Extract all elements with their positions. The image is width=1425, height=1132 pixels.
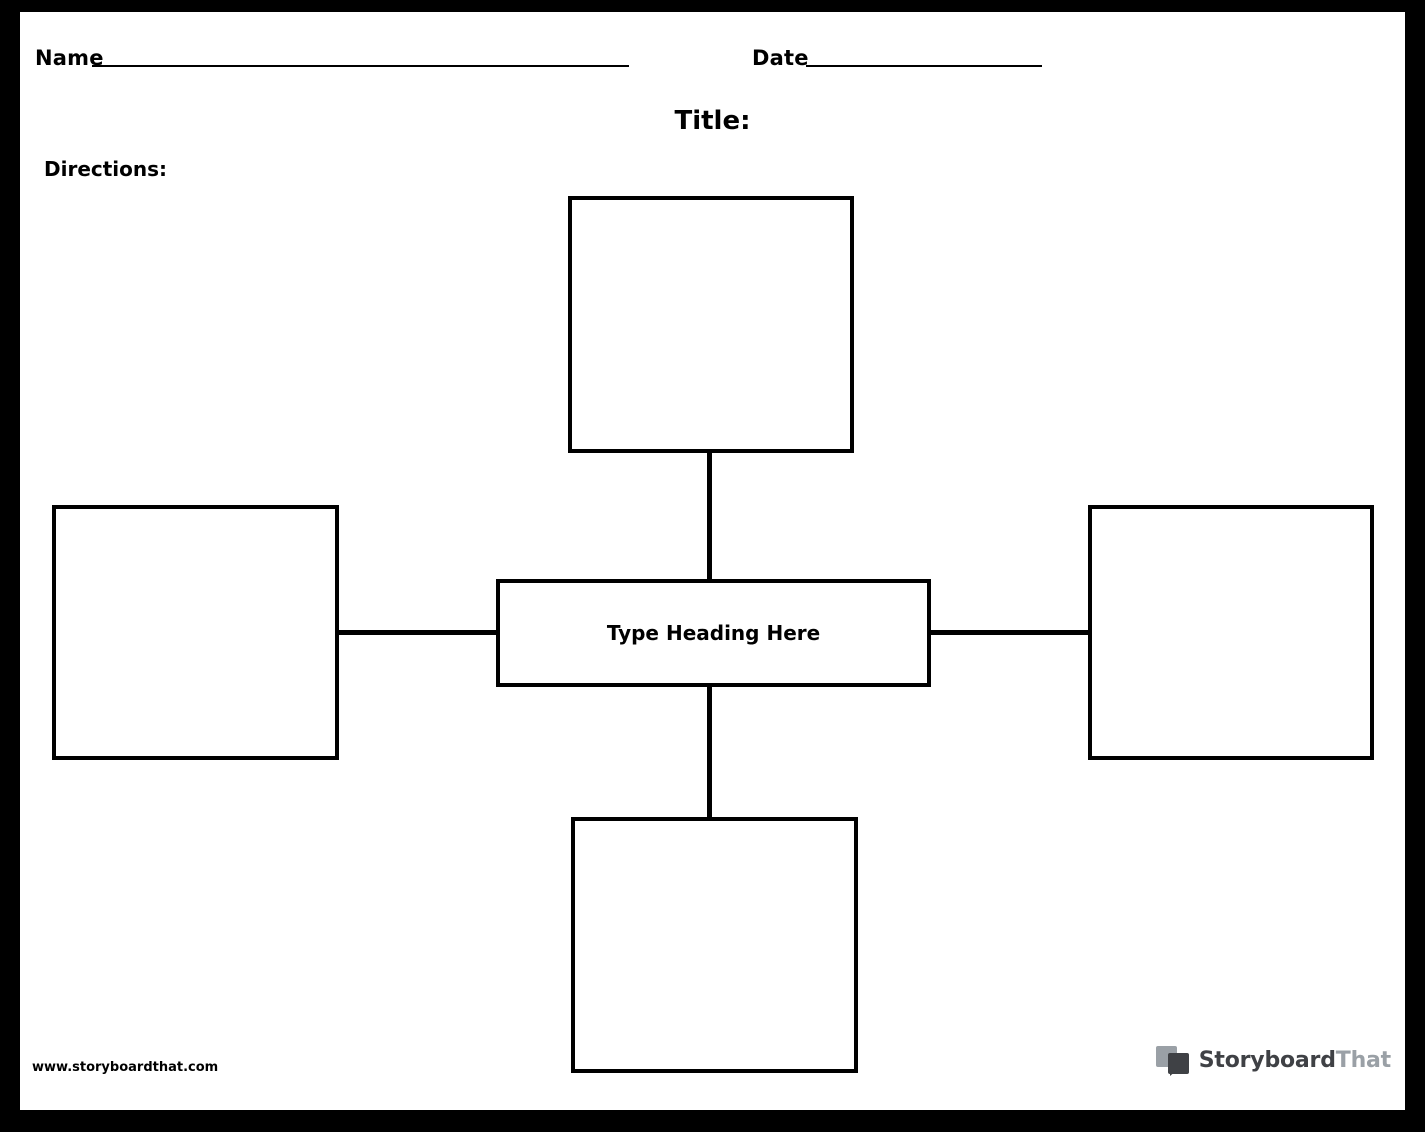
connector-center-to-top: [707, 449, 712, 583]
diagram-box-center[interactable]: Type Heading Here: [496, 579, 931, 687]
site-url: www.storyboardthat.com: [32, 1060, 219, 1075]
brand-name: StoryboardThat: [1199, 1048, 1391, 1073]
connector-center-to-left: [335, 630, 500, 635]
brand-name-part2: That: [1335, 1048, 1391, 1073]
connector-center-to-bottom: [707, 683, 712, 821]
diagram-box-top[interactable]: [568, 196, 854, 453]
connector-center-to-right: [927, 630, 1092, 635]
brand-logo: StoryboardThat: [1155, 1046, 1391, 1076]
diagram-box-left[interactable]: [52, 505, 339, 760]
speech-bubbles-icon: [1155, 1046, 1190, 1076]
date-input-line[interactable]: [806, 65, 1042, 67]
directions-label[interactable]: Directions:: [44, 157, 168, 181]
diagram-box-bottom[interactable]: [571, 817, 858, 1073]
diagram-center-heading: Type Heading Here: [606, 621, 821, 645]
page-title[interactable]: Title:: [674, 106, 751, 136]
date-label: Date: [752, 46, 809, 70]
brand-name-part1: Storyboard: [1198, 1048, 1336, 1073]
worksheet-sheet: Name Date Title: Directions: Type Headin…: [20, 12, 1405, 1110]
name-input-line[interactable]: [92, 65, 629, 67]
diagram-box-right[interactable]: [1088, 505, 1374, 760]
